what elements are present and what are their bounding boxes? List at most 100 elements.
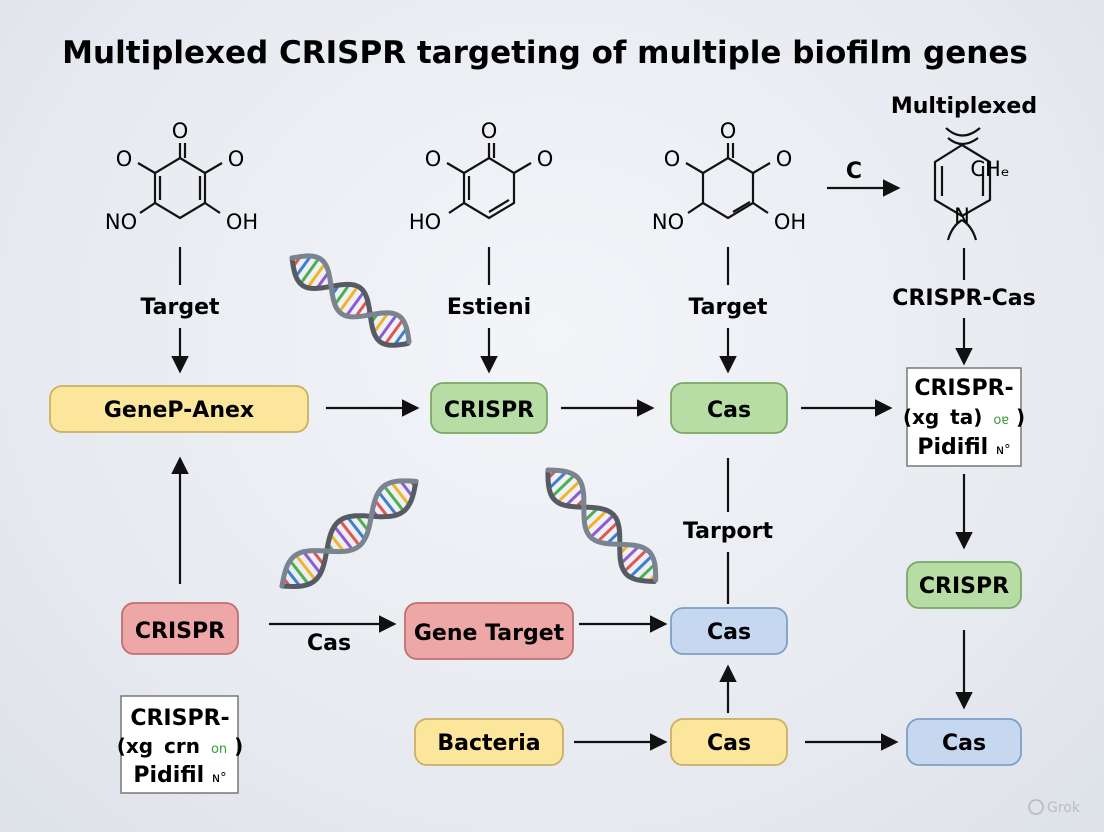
label-tarport: Tarport [683,519,774,544]
molecule-4 [933,127,992,241]
diagram-title: Multiplexed CRISPR targeting of multiple… [62,35,1028,71]
molecule-1 [137,143,223,220]
molecule-3-br-group: OH [774,210,806,234]
node-cas-yellow-label: Cas [707,731,751,756]
dna-base-pair [329,533,345,553]
dna-base-pair [299,257,321,285]
node-crispr-red-label: CRISPR [135,619,225,644]
dna-helix-1 [289,253,412,348]
dna-base-pair [383,318,405,346]
molecule-1-top-atom: O [172,119,189,143]
node-crispr-green-right[interactable] [906,561,1022,609]
dna-backbone [545,467,657,584]
dna-base-pair [294,554,317,581]
node-cas-top[interactable] [670,382,788,434]
card-right-line3b: ɴ° [996,443,1011,458]
dna-base-pair [564,488,584,507]
dna-helix-3 [545,467,659,584]
dna-base-pair [346,516,366,541]
card-left-line1: CRISPR- [130,706,229,731]
molecule-3-top-atom: O [720,119,737,143]
dna-base-pair [284,567,302,588]
molecule-2-top-atom: O [481,119,498,143]
node-gene-target[interactable] [404,602,574,660]
card-left: CRISPR- (xg crn ᴏn ) Pidifil ɴ° [117,695,244,794]
dna-base-pair [399,480,414,498]
label-c: C [846,159,862,184]
node-cas-blue-bottom-label: Cas [942,731,986,756]
dna-base-pair [623,548,648,573]
dna-base-pair [288,559,310,586]
molecule-1-br-group: OH [226,210,258,234]
dna-base-pair [585,509,609,532]
dna-base-pair [548,470,568,490]
molecule-1-right-atom: O [228,147,245,171]
watermark: Grok [1028,799,1081,816]
node-cas-blue-mid[interactable] [670,607,788,655]
molecule-2-bl-group: HO [409,210,441,234]
card-left-line2d: ) [234,734,243,758]
dna-backbone [289,255,411,348]
card-left-line2c: ᴏn [211,742,227,757]
label-multiplexed: Multiplexed [891,94,1037,119]
card-right-line2a: (xg [903,405,939,429]
label-cas-arrow: Cas [307,631,351,656]
molecule-3 [685,143,771,220]
molecule-4-ch-group: CHₑ [970,157,1009,181]
molecule-2-left-atom: O [425,147,442,171]
node-cas-blue-bottom[interactable] [906,718,1022,766]
card-left-line2a: (xg [117,734,153,758]
card-right-line3a: Pidifil [917,435,988,460]
molecule-2-right-atom: O [537,147,554,171]
grok-logo-icon [1028,799,1044,815]
dna-backbone [279,478,419,590]
dna-base-pair [596,521,619,543]
molecule-1-left-atom: O [116,147,133,171]
node-cas-top-label: Cas [707,398,751,423]
node-bacteria[interactable] [414,718,564,766]
svg-text:(xg crn ᴏn ): (xg crn ᴏn ) [117,734,244,758]
watermark-text: Grok [1047,800,1081,816]
dna-backbone [545,467,659,583]
dna-base-pair [637,563,656,582]
dna-backbone [289,253,412,345]
card-right-line1: CRISPR- [914,376,1013,401]
molecule-3-left-atom: O [664,147,681,171]
node-gene-annex-label: GeneP-Anex [104,398,254,423]
node-crispr-green-right-label: CRISPR [919,574,1009,599]
card-right-line2d: ) [1016,405,1025,429]
dna-base-pair [338,519,361,547]
dna-base-pair [373,499,389,518]
dna-base-pair [354,299,369,318]
card-right-line2c: ᴏɐ [993,413,1009,428]
node-crispr-red[interactable] [121,602,239,655]
dna-base-pair [302,550,322,575]
node-crispr-top[interactable] [430,382,548,434]
node-gene-target-label: Gene Target [414,621,565,646]
label-estieni: Estieni [447,295,531,320]
dna-base-pair [393,327,408,347]
dna-base-pair [377,313,398,341]
dna-helix-2 [279,478,419,590]
molecule-3-bl-group: NO [652,210,684,234]
dna-base-pair [333,525,354,551]
dna-base-pair [355,514,370,532]
dna-base-pair [629,554,654,579]
dna-base-pair [345,290,366,317]
node-gene-annex[interactable] [49,385,309,433]
card-left-line3a: Pidifil [133,763,204,788]
dna-base-pair [390,481,411,506]
molecule-3-right-atom: O [776,147,793,171]
svg-text:Pidifil ɴ°: Pidifil ɴ° [133,763,226,788]
molecule-2 [446,143,532,220]
dna-base-pair [294,255,312,278]
node-bacteria-label: Bacteria [437,731,540,756]
molecule-1-bl-group: NO [105,210,137,234]
svg-text:(xg ta) ᴏɐ ): (xg ta) ᴏɐ ) [903,405,1025,429]
svg-text:Pidifil ɴ°: Pidifil ɴ° [917,435,1010,460]
dna-backbone [279,478,419,589]
node-cas-blue-mid-label: Cas [707,620,751,645]
node-cas-yellow[interactable] [670,718,788,766]
dna-base-pair [551,473,576,498]
